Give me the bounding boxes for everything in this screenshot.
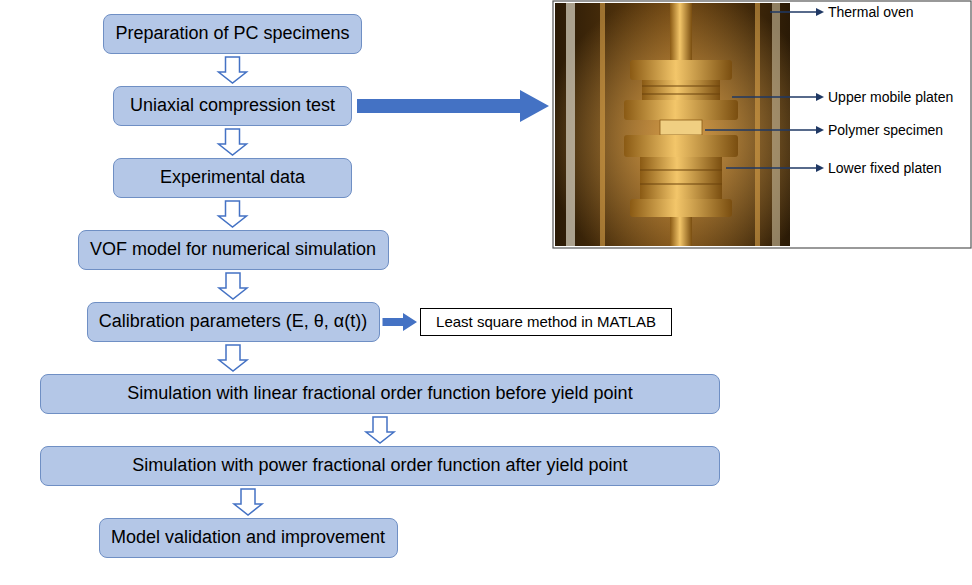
flow-arrow: [219, 129, 247, 155]
flow-arrow: [219, 57, 247, 83]
box-text: Calibration parameters (E, θ, α(t)): [99, 311, 368, 333]
lower-platen: [624, 135, 738, 157]
platen-rib: [640, 184, 722, 185]
flow-arrow: [219, 273, 247, 299]
leader-line: [726, 167, 817, 169]
process-box: VOF model for numerical simulation: [78, 230, 389, 270]
platen-rib: [642, 94, 720, 95]
process-box: Simulation with power fractional order f…: [40, 446, 720, 486]
pointer-arrow: [357, 90, 549, 122]
leader-arrowhead: [816, 126, 824, 134]
leader-line: [770, 11, 817, 13]
guide-rod: [772, 3, 780, 246]
process-box: Model validation and improvement: [99, 518, 398, 558]
polymer-specimen: [660, 120, 702, 135]
guide-rod: [755, 3, 760, 246]
leader-line: [732, 96, 817, 98]
flow-arrow: [219, 345, 247, 371]
guide-rod: [566, 3, 575, 246]
box-text: Experimental data: [160, 167, 305, 189]
part-label: Polymer specimen: [828, 122, 943, 139]
part-label: Upper mobile platen: [828, 89, 953, 106]
platen-rib: [640, 170, 722, 171]
lower-platen: [630, 199, 732, 217]
box-text: Simulation with linear fractional order …: [127, 383, 632, 405]
lower-shaft: [670, 217, 692, 246]
platen-rib: [642, 86, 720, 87]
pointer-arrow: [383, 313, 418, 331]
box-text: Uniaxial compression test: [130, 95, 335, 117]
process-box: Calibration parameters (E, θ, α(t)): [87, 302, 380, 342]
leader-arrowhead: [816, 93, 824, 101]
flow-arrow: [219, 201, 247, 227]
flow-arrow: [234, 489, 262, 515]
box-text: Simulation with power fractional order f…: [132, 455, 627, 477]
box-text: Model validation and improvement: [111, 527, 385, 549]
flow-arrow: [366, 417, 394, 443]
process-box: Preparation of PC specimens: [103, 14, 362, 54]
leader-line: [705, 129, 817, 131]
lower-platen: [640, 157, 722, 199]
upper-shaft: [670, 3, 692, 63]
oven-glow: [555, 3, 790, 246]
process-box: Uniaxial compression test: [113, 86, 352, 126]
method-box: Least square method in MATLAB: [420, 308, 672, 336]
leader-arrowhead: [816, 164, 824, 172]
upper-platen: [642, 80, 720, 102]
upper-platen: [624, 100, 738, 120]
box-text: VOF model for numerical simulation: [90, 239, 376, 261]
part-label: Lower fixed platen: [828, 160, 942, 177]
box-text: Preparation of PC specimens: [115, 23, 349, 45]
process-box: Experimental data: [113, 158, 352, 198]
leader-arrowhead: [816, 8, 824, 16]
box-text: Least square method in MATLAB: [436, 313, 656, 331]
oven-interior: [555, 3, 790, 246]
process-box: Simulation with linear fractional order …: [40, 374, 720, 414]
photo-frame: [553, 1, 971, 248]
upper-platen: [630, 60, 732, 80]
part-label: Thermal oven: [828, 4, 914, 21]
guide-rod: [600, 3, 605, 246]
